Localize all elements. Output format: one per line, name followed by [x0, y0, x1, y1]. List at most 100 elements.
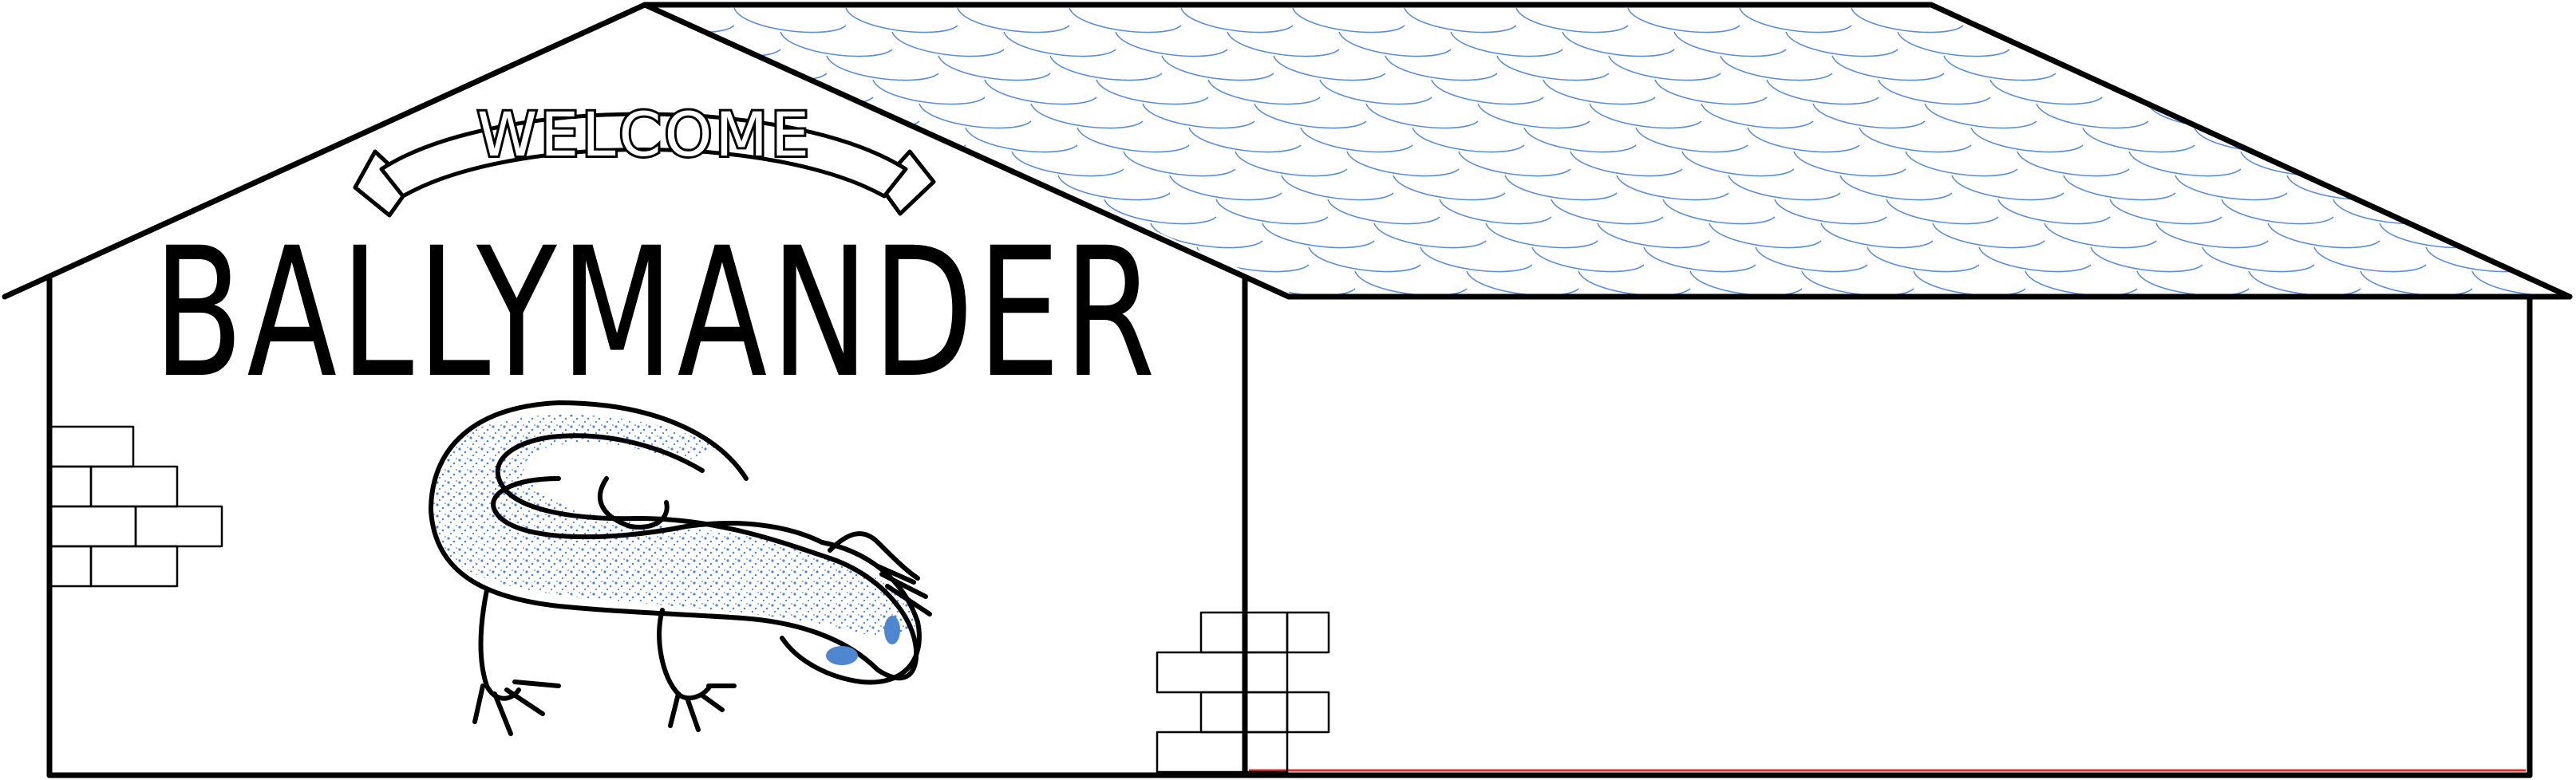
- roof-scale: [1739, 7, 1852, 33]
- roof-scale: [1385, 55, 1498, 81]
- roof-scale: [2175, 175, 2288, 201]
- bricks-left: [48, 425, 223, 588]
- roof-scale: [1897, 31, 2010, 57]
- roof-scale: [2017, 151, 2130, 177]
- roof-scale: [1671, 319, 1783, 344]
- welcome-text: WELCOME: [477, 99, 812, 170]
- roof-scale: [1543, 79, 1656, 105]
- roof-scale: [1504, 175, 1618, 201]
- roof-scale: [1894, 319, 2006, 344]
- roof-scale: [2025, 270, 2138, 297]
- roof-scale: [1104, 199, 1217, 225]
- roof-scale: [2398, 175, 2511, 201]
- roof-scale: [1224, 319, 1336, 344]
- roof-scale: [1997, 199, 2111, 225]
- roof-scale: [946, 175, 1059, 201]
- roof-scale: [668, 31, 781, 57]
- roof-scale: [1254, 103, 1367, 129]
- roof-scale: [2044, 223, 2157, 249]
- roof-scale: [1785, 31, 1898, 57]
- roof-scale: [2417, 127, 2531, 153]
- roof-scale: [2529, 127, 2570, 153]
- roof-scale: [1161, 55, 1274, 81]
- roof-scale: [1327, 199, 1440, 225]
- roof-scale: [645, 55, 716, 81]
- roof-scale: [1951, 175, 2064, 201]
- roof-scale: [2230, 319, 2341, 344]
- roof-scale: [1319, 79, 1432, 105]
- salamander-eye-icon: [884, 616, 900, 644]
- roof-scale: [2118, 319, 2230, 344]
- sign-title: BALLYMANDER: [153, 209, 1159, 417]
- roof-scale: [2036, 103, 2149, 129]
- roof-scale: [1420, 246, 1533, 273]
- roof-scale: [1404, 7, 1517, 33]
- roof-scale: [1597, 223, 1710, 249]
- roof-scale: [2232, 31, 2345, 57]
- roof-scale: [1308, 246, 1421, 273]
- roof-scale: [1839, 175, 1953, 201]
- roof-scale: [1924, 103, 2037, 129]
- roof-scale: [1831, 55, 1945, 81]
- roof-scale: [2120, 31, 2234, 57]
- salamander-icon: [429, 400, 932, 736]
- roof-scale: [1793, 151, 1906, 177]
- roof-scale: [1820, 223, 1934, 249]
- roof-scale: [1188, 127, 1302, 153]
- roof-scale: [2390, 55, 2503, 81]
- roof-scale: [2313, 246, 2427, 273]
- roof-scale: [2556, 199, 2570, 225]
- bricks-right: [1156, 611, 1330, 774]
- roof-scale: [1150, 223, 1263, 249]
- roof-scale: [1485, 223, 1598, 249]
- roof-scale: [826, 55, 939, 81]
- roof-scale: [1627, 7, 1740, 33]
- roof-scale: [1346, 151, 1460, 177]
- roof-scale: [1562, 31, 1675, 57]
- roof-scale: [1215, 199, 1329, 225]
- roof-scale: [1338, 31, 1452, 57]
- roof-scale: [1551, 199, 1664, 225]
- roof-scale: [1559, 319, 1671, 344]
- roof-scale: [1077, 127, 1190, 153]
- roof-scale: [2202, 246, 2315, 273]
- roof-scale: [1978, 246, 2092, 273]
- roof-scale: [1496, 55, 1610, 81]
- roof-scale: [1439, 199, 1552, 225]
- roof-scale: [2565, 319, 2576, 344]
- roof-scale: [872, 79, 986, 105]
- roof-scale: [2286, 175, 2400, 201]
- roof-scale: [645, 175, 724, 201]
- roof-scale: [2521, 7, 2570, 33]
- roof-scale: [1458, 151, 1571, 177]
- roof-scale: [1755, 246, 1868, 273]
- roof-scale: [2267, 223, 2380, 249]
- roof-scale: [1570, 151, 1683, 177]
- roof-scale: [1886, 199, 1999, 225]
- roof-scale: [2567, 31, 2570, 57]
- roof-scale: [2297, 7, 2411, 33]
- roof-scale: [1616, 175, 1729, 201]
- roof-scale: [2371, 103, 2484, 129]
- roof-scale: [2074, 7, 2187, 33]
- roof-scale: [2483, 103, 2570, 129]
- roof-scale: [1354, 270, 1468, 297]
- roof-scale: [2213, 79, 2326, 105]
- roof-scale: [2090, 246, 2203, 273]
- roof-scale: [2510, 175, 2570, 201]
- roof-scale: [722, 175, 836, 201]
- roof-scale: [1003, 31, 1116, 57]
- roof-scale: [733, 7, 847, 33]
- roof-scale: [2305, 127, 2419, 153]
- roof-scale: [2128, 151, 2242, 177]
- roof-scale: [1720, 55, 1833, 81]
- roof-scale: [1654, 79, 1768, 105]
- roof-scale: [1689, 270, 1803, 297]
- roof-scale: [1662, 199, 1776, 225]
- roof-scale: [2147, 103, 2261, 129]
- roof-scale: [1801, 270, 1914, 297]
- roof-scale: [1643, 246, 1756, 273]
- roof-scale: [1412, 127, 1525, 153]
- roof-scale: [2221, 199, 2334, 225]
